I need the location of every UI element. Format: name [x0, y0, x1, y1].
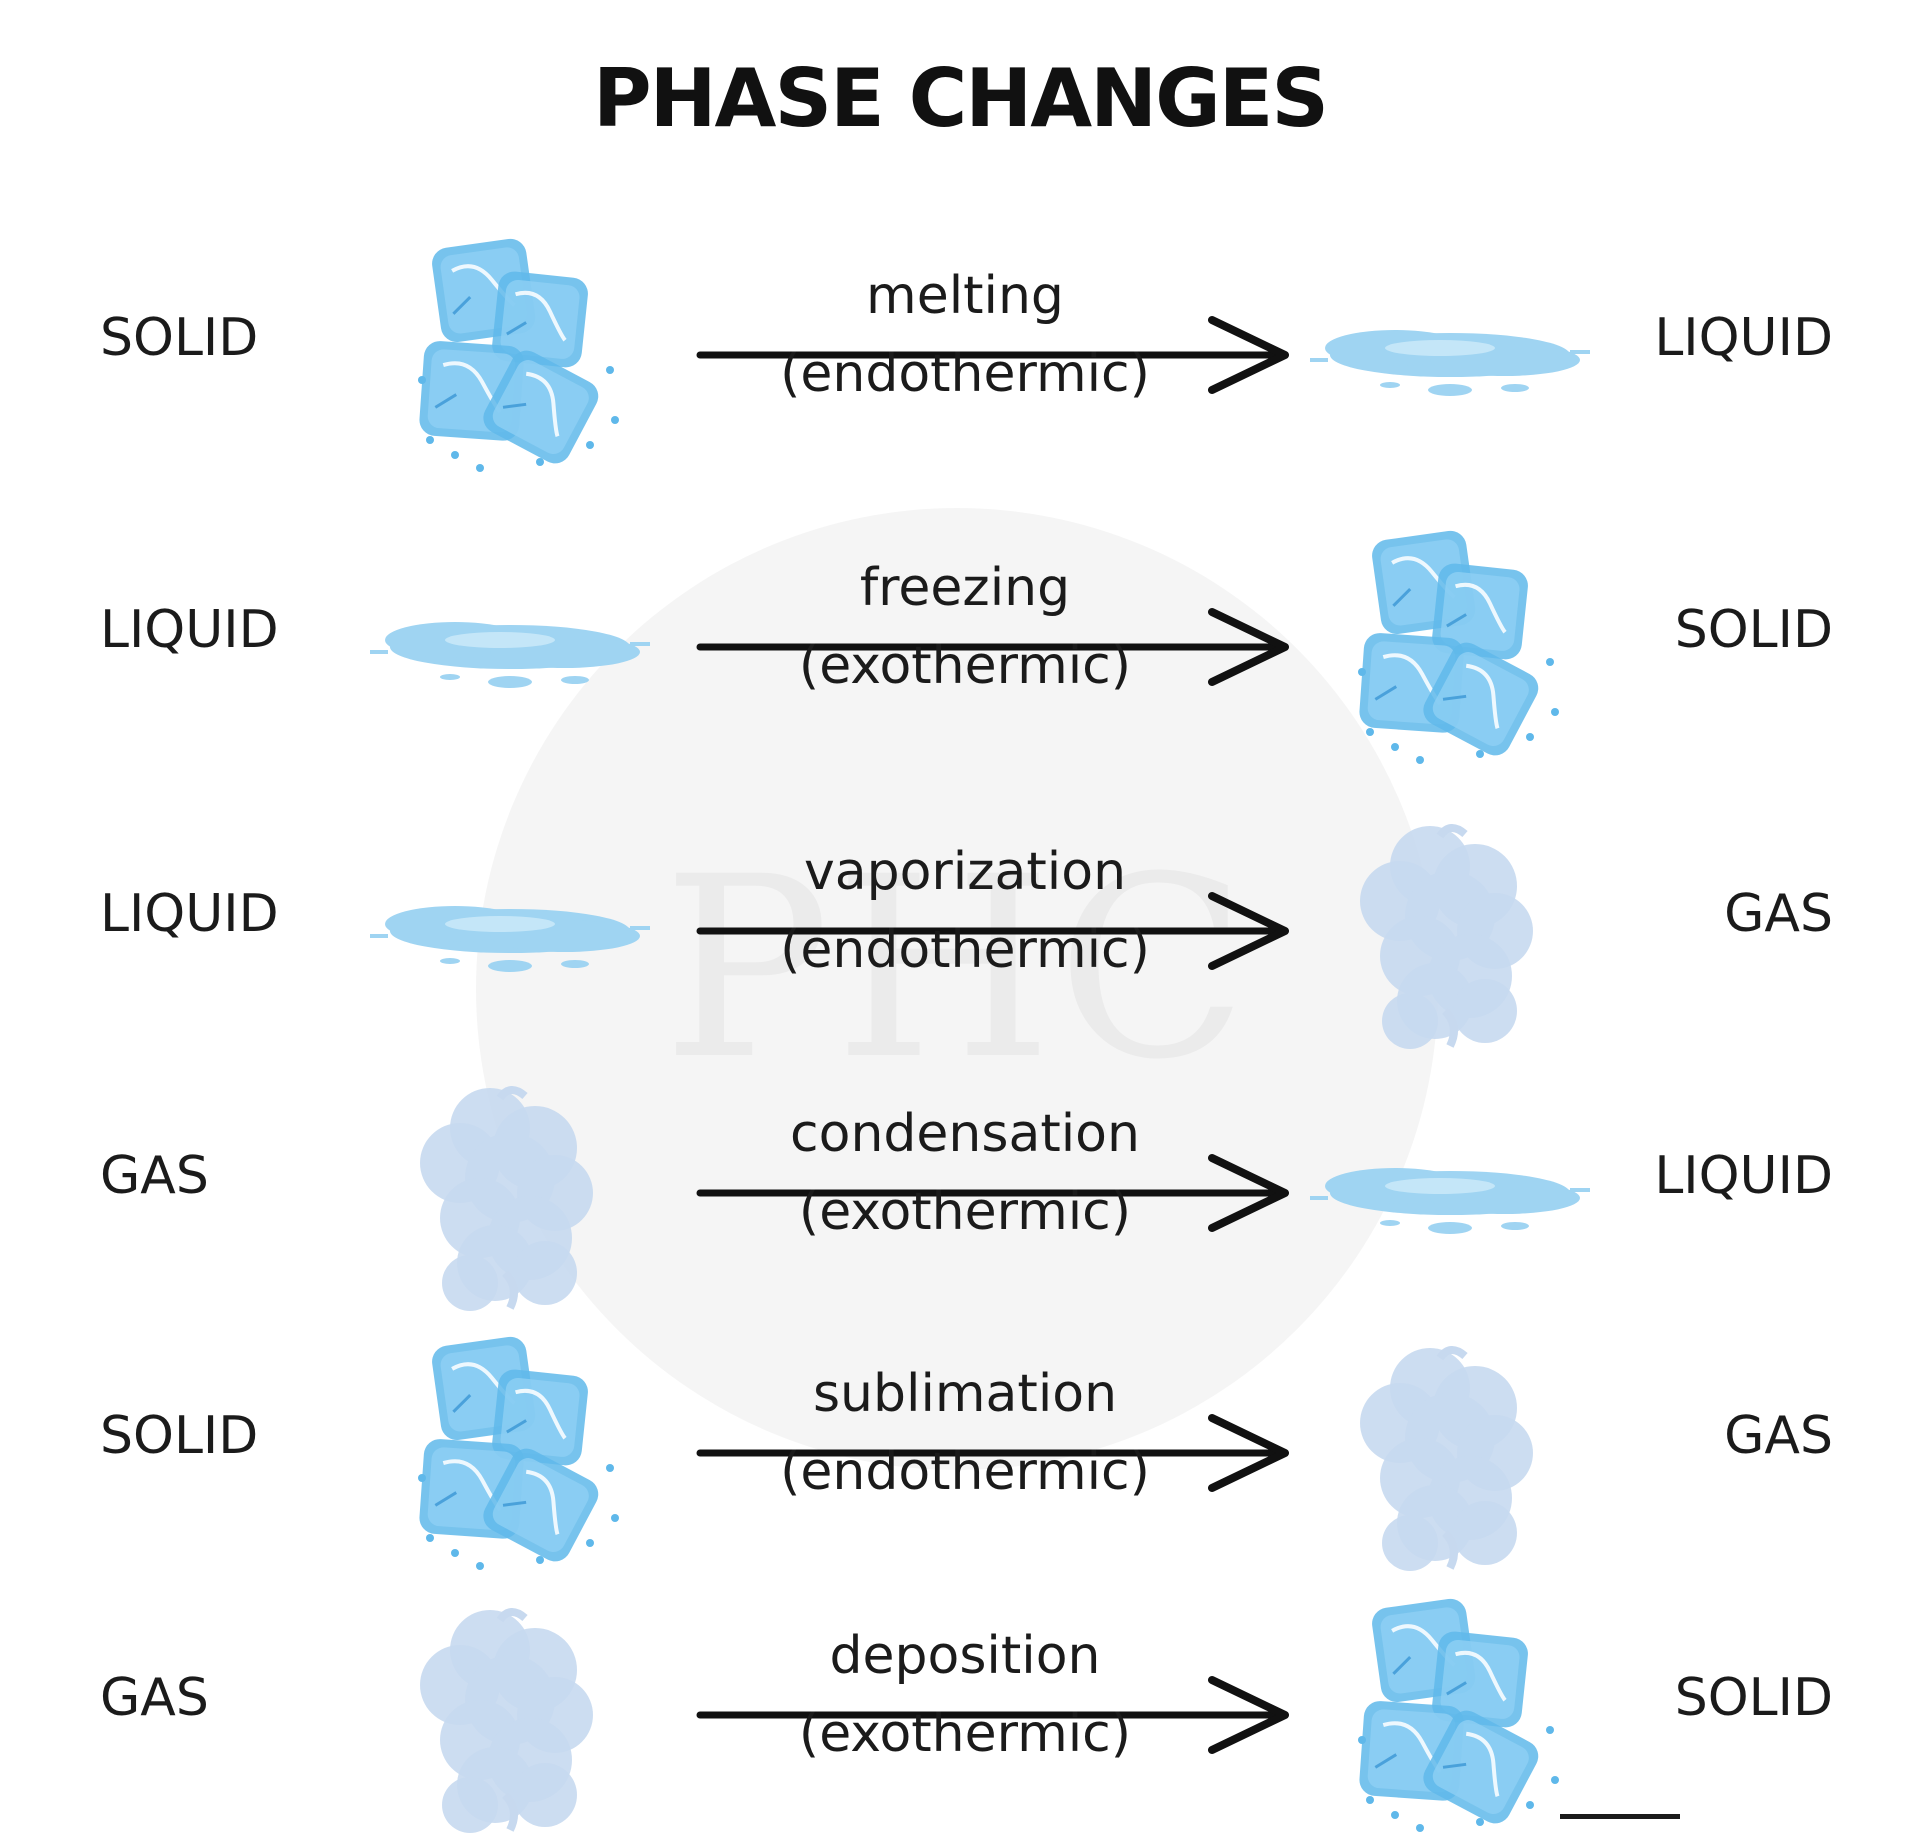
arrow-right-icon [696, 1414, 1289, 1492]
gas-cloud-icon [1360, 1346, 1533, 1571]
gas-cloud-icon [420, 1608, 593, 1833]
ice-cubes-icon [418, 238, 619, 472]
transition-row-sublimation: SOLID sublimation (endothermic) GAS [0, 1328, 1920, 1578]
process-name: sublimation [812, 1364, 1118, 1424]
watermark-circle: PHC [476, 508, 1438, 1470]
state-to-label: GAS [1724, 884, 1833, 944]
process-name: vaporization [803, 842, 1127, 902]
state-to-label: SOLID [1674, 1668, 1833, 1728]
arrow-right-icon [696, 1676, 1289, 1754]
transition-row-freezing: LIQUID freezing (exothermic) [0, 522, 1920, 772]
watermark-text: PHC [662, 823, 1252, 1114]
state-to-label: GAS [1724, 1406, 1833, 1466]
state-to-label: SOLID [1674, 600, 1833, 660]
water-puddle-icon [1310, 1168, 1590, 1234]
energy-type: (exothermic) [798, 1182, 1132, 1242]
process-name: condensation [790, 1104, 1140, 1164]
arrow-right-icon [696, 608, 1289, 686]
process-name: freezing [859, 558, 1071, 618]
page-title: PHASE CHANGES [592, 52, 1329, 145]
transition-row-melting: SOLID melting (endothermic) [0, 230, 1920, 480]
transition-row-deposition: GAS deposition (exothermic) SOLID [0, 1590, 1920, 1840]
gas-cloud-icon [1360, 824, 1533, 1049]
energy-type: (exothermic) [798, 636, 1132, 696]
process-name: melting [866, 266, 1064, 326]
water-puddle-icon [370, 622, 650, 688]
energy-type: (endothermic) [780, 344, 1150, 404]
state-from-label: LIQUID [100, 600, 279, 660]
state-from-label: SOLID [100, 308, 259, 368]
process-name: deposition [829, 1626, 1101, 1686]
water-puddle-icon [1310, 330, 1590, 396]
ice-cubes-icon [1358, 530, 1559, 764]
bottom-edge-mark [1560, 1814, 1680, 1819]
state-from-label: SOLID [100, 1406, 259, 1466]
ice-cubes-icon [1358, 1598, 1559, 1832]
energy-type: (exothermic) [798, 1704, 1132, 1764]
ice-cubes-icon [418, 1336, 619, 1570]
arrow-right-icon [696, 1154, 1289, 1232]
energy-type: (endothermic) [780, 920, 1150, 980]
gas-cloud-icon [420, 1086, 593, 1311]
transition-row-condensation: GAS condensation (exothermic) LIQUID [0, 1068, 1920, 1318]
state-from-label: GAS [100, 1668, 209, 1728]
water-puddle-icon [370, 906, 650, 972]
energy-type: (endothermic) [780, 1442, 1150, 1502]
state-from-label: GAS [100, 1146, 209, 1206]
state-from-label: LIQUID [100, 884, 279, 944]
arrow-right-icon [696, 316, 1289, 394]
arrow-right-icon [696, 892, 1289, 970]
state-to-label: LIQUID [1654, 308, 1833, 368]
state-to-label: LIQUID [1654, 1146, 1833, 1206]
transition-row-vaporization: LIQUID vaporization (endothermic) GAS [0, 806, 1920, 1056]
